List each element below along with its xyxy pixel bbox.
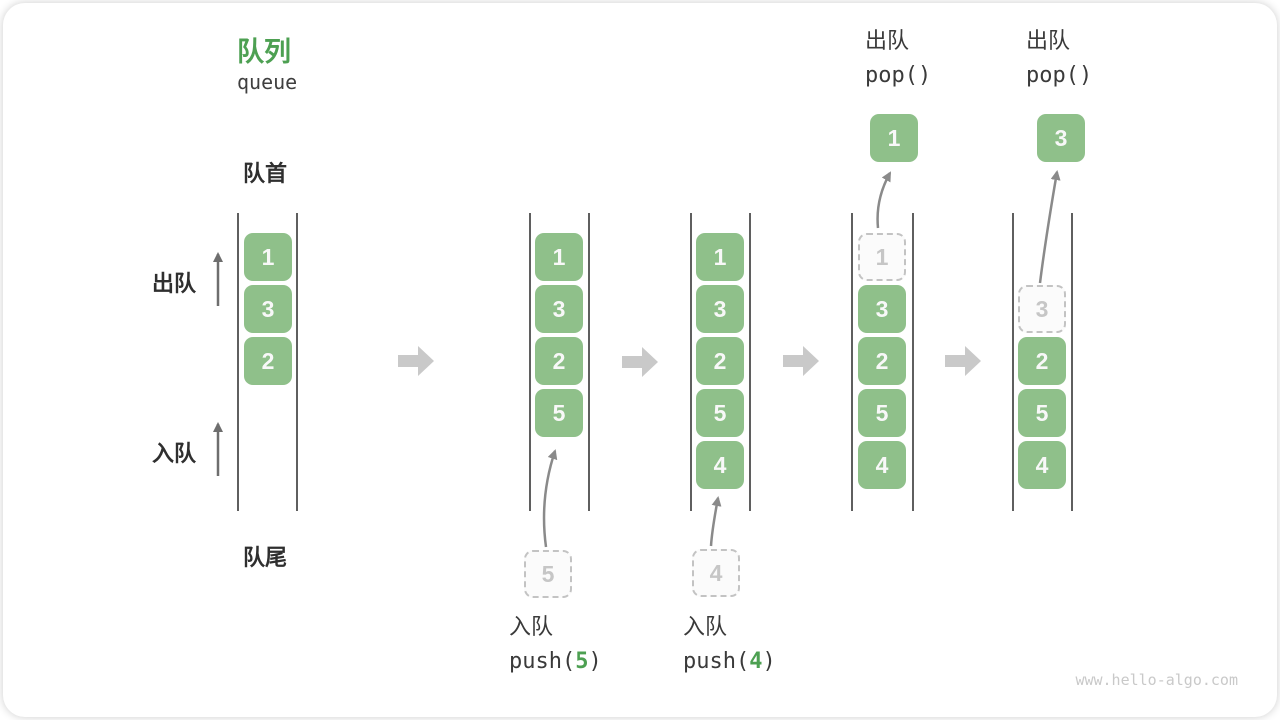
queue-wall-left — [851, 213, 853, 511]
queue-element: 3 — [858, 285, 906, 333]
queue-element: 5 — [1018, 389, 1066, 437]
queue-wall-right — [912, 213, 914, 511]
queue-element: 5 — [858, 389, 906, 437]
transition-arrow-icon — [945, 346, 981, 376]
incoming-element-ghost: 5 — [524, 550, 572, 598]
operation-name: 入队 — [509, 614, 554, 639]
queue-wall-left — [237, 213, 239, 511]
transition-arrow-icon — [783, 346, 819, 376]
queue-element: 3 — [535, 285, 583, 333]
popped-element: 3 — [1037, 114, 1085, 162]
operation-label-pop1: 出队 pop() — [865, 30, 931, 87]
removed-element-ghost: 1 — [858, 233, 906, 281]
removed-element-ghost: 3 — [1018, 285, 1066, 333]
operation-name: 入队 — [683, 614, 728, 639]
queue-element: 1 — [535, 233, 583, 281]
page-title: 队列 — [237, 37, 291, 67]
queue-element: 1 — [244, 233, 292, 281]
queue-wall-left — [1012, 213, 1014, 511]
front-label: 队首 — [243, 161, 288, 186]
queue-element: 3 — [696, 285, 744, 333]
queue-wall-right — [749, 213, 751, 511]
queue-element: 2 — [696, 337, 744, 385]
queue-wall-right — [588, 213, 590, 511]
fn-arg: 4 — [749, 649, 763, 674]
queue-element: 4 — [858, 441, 906, 489]
queue-element: 2 — [244, 337, 292, 385]
queue-element: 4 — [1018, 441, 1066, 489]
dequeue-side-label: 出队 — [152, 271, 197, 296]
queue-element: 2 — [858, 337, 906, 385]
operation-label-push4: 入队 push(4) — [683, 616, 776, 673]
operation-call: pop() — [1026, 63, 1093, 88]
queue-wall-left — [529, 213, 531, 511]
page-subtitle: queue — [237, 70, 298, 94]
transition-arrow-icon — [622, 347, 658, 377]
queue-wall-right — [296, 213, 298, 511]
queue-element: 5 — [535, 389, 583, 437]
transition-arrow-icon — [398, 346, 434, 376]
watermark: www.hello-algo.com — [1075, 671, 1238, 689]
rear-label: 队尾 — [243, 545, 288, 570]
operation-label-pop2: 出队 pop() — [1026, 30, 1092, 87]
fn-open: push( — [683, 649, 750, 674]
operation-name: 出队 — [1026, 28, 1071, 53]
operation-label-push5: 入队 push(5) — [509, 616, 602, 673]
queue-element: 5 — [696, 389, 744, 437]
enqueue-side-label: 入队 — [152, 441, 197, 466]
operation-call: push(4) — [683, 651, 776, 673]
operation-name: 出队 — [865, 28, 910, 53]
fn-open: push( — [509, 649, 576, 674]
operation-call: push(5) — [509, 651, 602, 673]
fn-arg: 5 — [575, 649, 589, 674]
fn-close: ) — [588, 649, 602, 674]
popped-element: 1 — [870, 114, 918, 162]
queue-element: 2 — [535, 337, 583, 385]
queue-wall-right — [1071, 213, 1073, 511]
queue-element: 1 — [696, 233, 744, 281]
queue-wall-left — [690, 213, 692, 511]
incoming-element-ghost: 4 — [692, 549, 740, 597]
fn-close: ) — [762, 649, 776, 674]
queue-element: 3 — [244, 285, 292, 333]
operation-call: pop() — [865, 63, 932, 88]
queue-element: 2 — [1018, 337, 1066, 385]
queue-element: 4 — [696, 441, 744, 489]
